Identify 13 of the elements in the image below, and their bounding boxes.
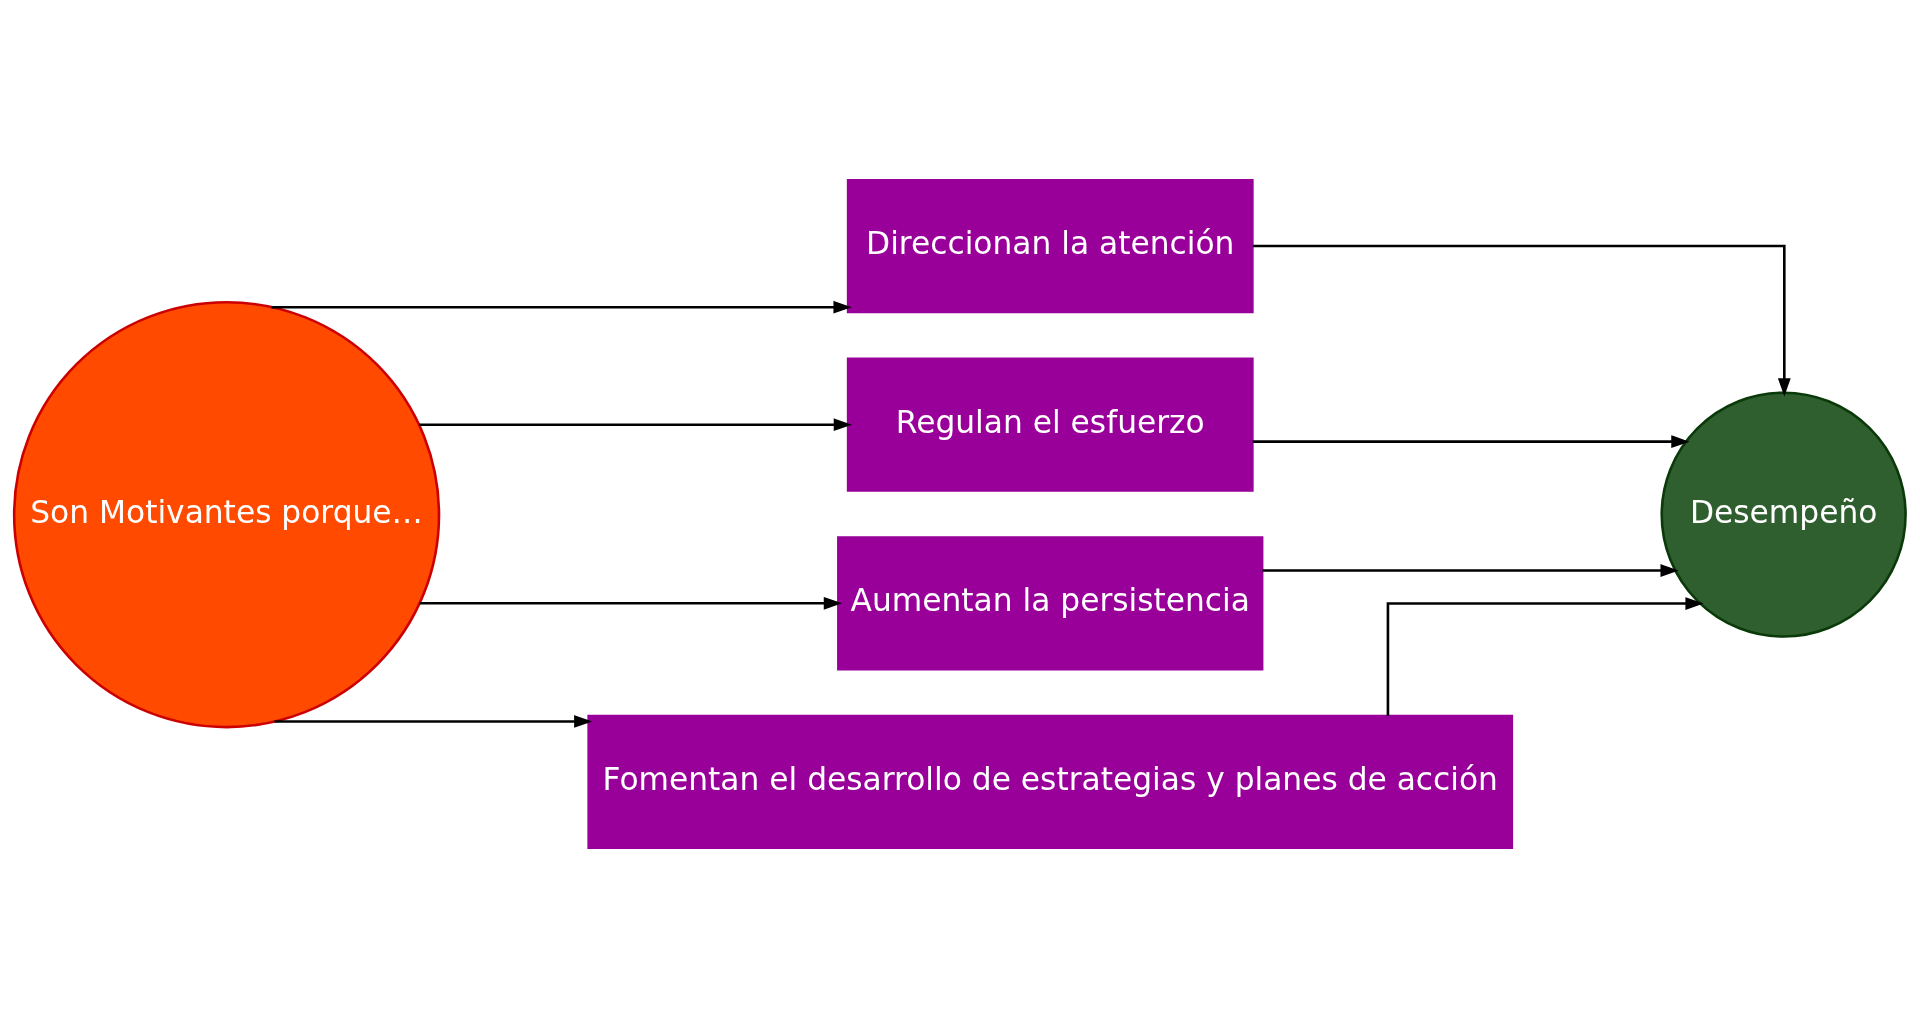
- node-box: Fomentan el desarrollo de estrategias y planes de acción: [587, 714, 1514, 849]
- arrow: [419, 596, 843, 610]
- arrow: [419, 417, 852, 431]
- arrow: [271, 300, 852, 314]
- arrow: [1262, 563, 1679, 577]
- arrow: [1252, 244, 1791, 396]
- node-box: Direccionan la atención: [846, 178, 1254, 313]
- node-box: Regulan el esfuerzo: [846, 357, 1254, 492]
- node-box: Aumentan la persistencia: [837, 535, 1264, 670]
- arrow: [1386, 596, 1704, 716]
- node-circle: Son Motivantes porque…: [12, 300, 441, 728]
- arrow: [1252, 434, 1690, 448]
- arrow: [274, 714, 593, 728]
